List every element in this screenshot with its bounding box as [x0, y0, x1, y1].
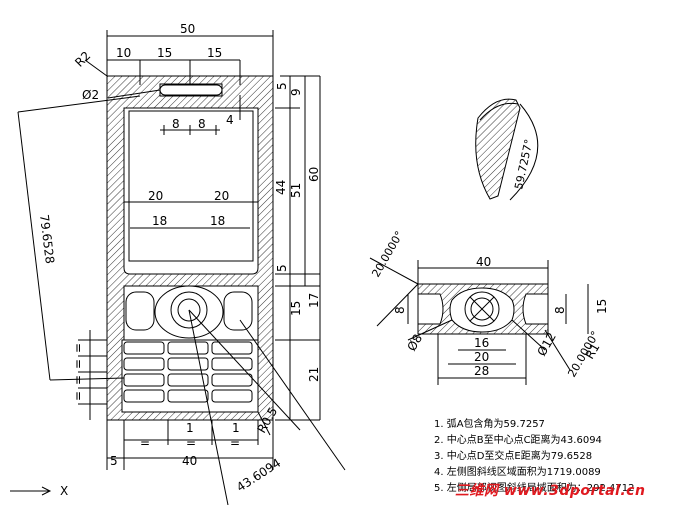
nav-center — [177, 298, 201, 322]
dim-phi2: Ø2 — [82, 88, 99, 102]
dim-b1a: 1 — [186, 421, 194, 435]
detail-dim-8a: 8 — [393, 306, 407, 314]
detail-dim-20: 20 — [474, 350, 489, 364]
dim-s8a: 8 — [172, 117, 180, 131]
dim-r44: 44 — [274, 180, 288, 195]
arc-detail — [475, 98, 539, 201]
detail-dim-15: 15 — [595, 299, 609, 314]
watermark: 三维网 www.3dportal.cn — [455, 483, 646, 499]
dim-eq-b2: = — [186, 436, 196, 450]
dim-s20a: 20 — [148, 189, 163, 203]
soft-key-left — [125, 291, 155, 331]
dim-r5: 5 — [275, 82, 289, 90]
dim-r60: 60 — [307, 167, 321, 182]
dim-top-15a: 15 — [157, 46, 172, 60]
dim-total-width: 50 — [180, 22, 195, 36]
detail-dim-phi8: Ø8 — [404, 332, 425, 354]
note-item: 3. 中心点D至交点E距离为79.6528 — [434, 451, 593, 462]
dim-eq-b3: = — [230, 436, 240, 450]
dim-r5b: 5 — [275, 264, 289, 272]
detail-dim-8b: 8 — [553, 306, 567, 314]
keypad-grid — [123, 341, 253, 403]
nav-pad — [154, 285, 224, 339]
dim-diag-left: 79.6528 — [37, 214, 57, 265]
dim-r2-top: R2 — [72, 49, 93, 70]
note-item: 2. 中心点B至中心点C距离为43.6094 — [434, 435, 602, 446]
dim-s18b: 18 — [210, 214, 225, 228]
dim-top-10: 10 — [116, 46, 131, 60]
detail-dim-28: 28 — [474, 364, 489, 378]
dim-r15: 15 — [289, 301, 303, 316]
speaker-slot — [159, 84, 223, 96]
dim-eq-l1: = — [71, 343, 85, 353]
local-section-view — [369, 257, 589, 385]
dim-b40: 40 — [182, 454, 197, 468]
dim-top-15b: 15 — [207, 46, 222, 60]
local-dimension-labels: 40 8 8 15 16 20 28 Ø8 Ø12 R1 20.0000° 20… — [369, 229, 609, 380]
dim-eq-l3: = — [71, 375, 85, 385]
dim-s20b: 20 — [214, 189, 229, 203]
dim-r51: 51 — [289, 183, 303, 198]
dim-s8b: 8 — [198, 117, 206, 131]
dim-s18a: 18 — [152, 214, 167, 228]
dim-diag-bottom: 43.6094 — [234, 456, 283, 495]
notes-list: 1. 弧A包含角为59.7257 2. 中心点B至中心点C距离为43.6094 … — [434, 417, 634, 497]
note-item: 4. 左侧图斜线区域面积为1719.0089 — [434, 467, 601, 478]
dim-s4: 4 — [226, 113, 234, 127]
dim-r21: 21 — [307, 367, 321, 382]
axis-x-label: X — [60, 484, 68, 498]
detail-dim-16: 16 — [474, 336, 489, 350]
dim-r17: 17 — [307, 293, 321, 308]
detail-dim-40: 40 — [476, 255, 491, 269]
main-dimension-labels: 50 10 15 15 R2 Ø2 8 8 4 20 20 18 18 5 9 … — [37, 22, 321, 498]
note-item: 1. 弧A包含角为59.7257 — [434, 419, 545, 430]
nav-ring — [170, 291, 208, 329]
dim-eq-l4: = — [71, 391, 85, 401]
dim-r9: 9 — [289, 88, 303, 96]
dim-eq-b1: = — [140, 436, 150, 450]
soft-key-right — [223, 291, 253, 331]
phone-front-view — [10, 30, 346, 505]
detail-angle-a: 20.0000° — [369, 229, 406, 280]
dim-b1b: 1 — [232, 421, 240, 435]
dim-b5: 5 — [110, 454, 118, 468]
detail-dim-r1: R1 — [582, 341, 602, 362]
note-item: 5. 左侧局部视图斜线局域面积为：292.4712 — [434, 483, 635, 494]
arc-angle-label: 59.7257° — [512, 138, 535, 191]
screen-rect — [128, 110, 254, 262]
dim-eq-l2: = — [71, 359, 85, 369]
